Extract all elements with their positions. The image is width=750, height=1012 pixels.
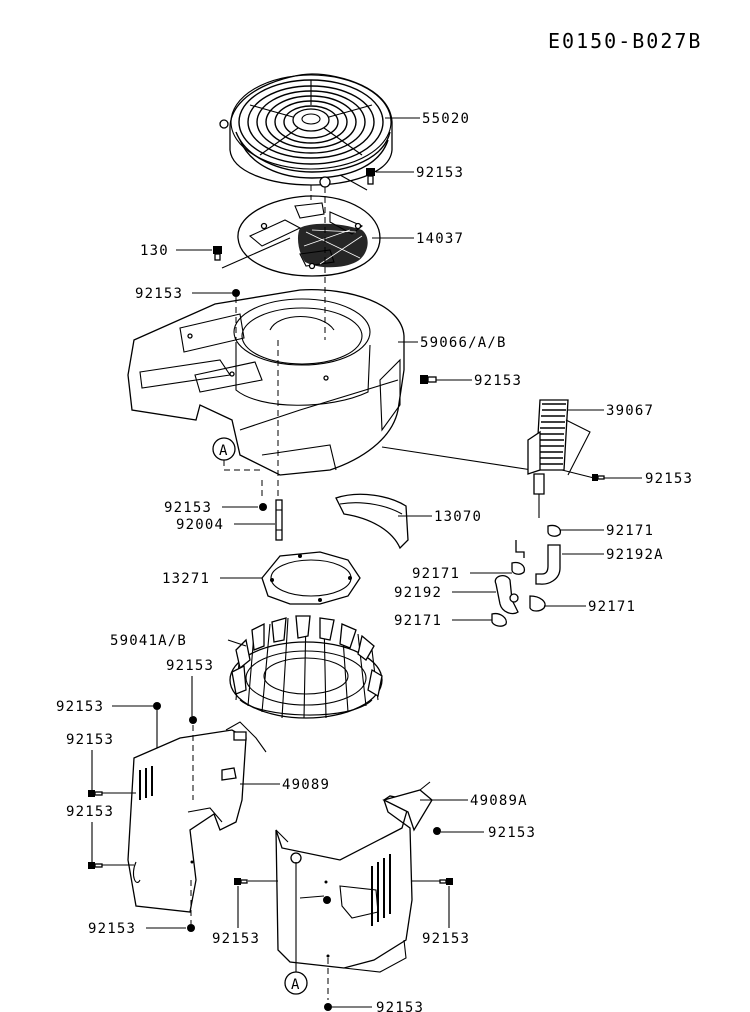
callout-13070: 13070 bbox=[434, 509, 482, 525]
callout-92153-shroud-left: 92153 bbox=[56, 699, 104, 715]
callout-59041: 59041A/B bbox=[110, 633, 187, 649]
callout-92171-b: 92171 bbox=[412, 566, 460, 582]
bolt-icon bbox=[189, 716, 197, 724]
callout-92153-screen: 92153 bbox=[416, 165, 464, 181]
callout-92153-housing-top: 92153 bbox=[135, 286, 183, 302]
reference-marker-a bbox=[284, 971, 308, 995]
bolt-icon bbox=[420, 375, 437, 384]
callout-13271: 13271 bbox=[162, 571, 210, 587]
screw-icon bbox=[234, 878, 248, 885]
callout-92004: 92004 bbox=[176, 517, 224, 533]
washer-icon bbox=[187, 924, 195, 932]
reference-marker-a-label: A bbox=[219, 443, 229, 459]
callout-92153-right-left: 92153 bbox=[212, 931, 260, 947]
callout-92171-a: 92171 bbox=[606, 523, 654, 539]
washer-icon bbox=[259, 503, 267, 511]
callout-49089a: 49089A bbox=[470, 793, 528, 809]
callout-92153-cooler: 92153 bbox=[645, 471, 693, 487]
reference-marker-a-label: A bbox=[291, 977, 301, 993]
callout-92171-d: 92171 bbox=[394, 613, 442, 629]
callout-39067: 39067 bbox=[606, 403, 654, 419]
shroud-49089 bbox=[127, 721, 267, 913]
callout-92153-right-right: 92153 bbox=[422, 931, 470, 947]
callout-92192: 92192 bbox=[394, 585, 442, 601]
callout-130: 130 bbox=[140, 243, 169, 259]
callout-92192a: 92192A bbox=[606, 547, 664, 563]
gasket-plate-13271 bbox=[261, 551, 361, 605]
callout-92153-right-upper: 92153 bbox=[488, 825, 536, 841]
screw-icon bbox=[439, 878, 453, 885]
callout-55020: 55020 bbox=[422, 111, 470, 127]
washer-icon bbox=[433, 827, 441, 835]
bolt-icon bbox=[232, 289, 240, 297]
oil-cooler-39067 bbox=[527, 399, 591, 495]
screw-icon bbox=[88, 862, 103, 869]
nut-icon bbox=[213, 246, 222, 261]
screen-55020 bbox=[219, 73, 393, 188]
stud-icon bbox=[275, 499, 283, 541]
callout-92153-left-bottom: 92153 bbox=[88, 921, 136, 937]
callout-92153-left-1: 92153 bbox=[66, 732, 114, 748]
fan-plate-14037 bbox=[237, 195, 381, 277]
callout-92153-housing-right: 92153 bbox=[474, 373, 522, 389]
callout-49089: 49089 bbox=[282, 777, 330, 793]
screw-icon bbox=[88, 790, 103, 797]
flywheel-fan-59041 bbox=[229, 615, 383, 719]
diagram-code: E0150-B027B bbox=[548, 29, 702, 53]
blower-housing-59066 bbox=[127, 289, 405, 476]
callout-92171-c: 92171 bbox=[588, 599, 636, 615]
callout-92153-left-2: 92153 bbox=[66, 804, 114, 820]
bolt-icon bbox=[153, 702, 161, 710]
hose-assembly bbox=[491, 494, 562, 627]
callout-92153-shroud-top: 92153 bbox=[166, 658, 214, 674]
baffle-13070 bbox=[335, 493, 409, 550]
shroud-49089a bbox=[275, 781, 433, 973]
callout-92153-housing-bottom: 92153 bbox=[164, 500, 212, 516]
bolt-icon bbox=[366, 168, 375, 185]
callout-59066: 59066/A/B bbox=[420, 335, 507, 351]
washer-icon bbox=[324, 1003, 332, 1011]
callout-92153-bottom: 92153 bbox=[376, 1000, 424, 1012]
callout-14037: 14037 bbox=[416, 231, 464, 247]
